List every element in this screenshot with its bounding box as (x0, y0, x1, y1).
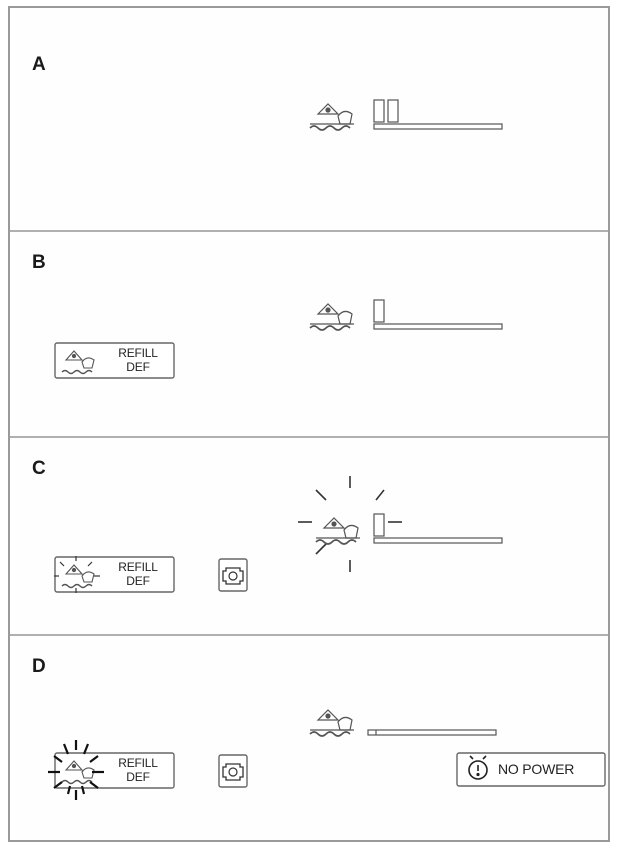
def-fluid-icon (61, 564, 95, 589)
def-fluid-icon (309, 303, 354, 331)
panel-letter: A (32, 54, 46, 75)
flash-burst-icon (48, 740, 104, 800)
def-label: DEF (126, 770, 150, 784)
refill-label: REFILL (118, 756, 158, 770)
panel-letter: D (32, 656, 46, 677)
refill-label: REFILL (118, 560, 158, 574)
def-label: DEF (126, 574, 150, 588)
def-fluid-icon (309, 103, 354, 131)
engine-check-icon (218, 558, 248, 592)
panel-a: A (10, 8, 608, 230)
flash-rays-icon (54, 556, 100, 593)
panel-c: C (10, 436, 608, 634)
panel-b: B (10, 230, 608, 436)
flash-rays-icon (298, 476, 402, 572)
def-level-gauge-empty (304, 700, 504, 740)
panel-letter: C (32, 458, 46, 479)
engine-check-icon (218, 754, 248, 788)
def-level-gauge (304, 294, 504, 334)
def-fluid-icon (61, 760, 95, 785)
refill-def-message-flashing: REFILL DEF (54, 556, 175, 593)
def-fluid-icon (309, 709, 354, 737)
no-power-label: NO POWER (498, 761, 575, 777)
exclamation-circle-icon (468, 755, 488, 780)
panel-letter: B (32, 252, 46, 273)
def-level-gauge (304, 94, 504, 134)
def-level-gauge-flashing (296, 472, 506, 582)
figure-frame: A B (8, 6, 610, 842)
refill-label: REFILL (118, 346, 158, 360)
def-label: DEF (126, 360, 150, 374)
refill-def-message-flashing: REFILL DEF (48, 740, 175, 800)
refill-def-message: REFILL DEF (54, 342, 175, 379)
def-fluid-icon (315, 517, 360, 545)
no-power-message: NO POWER (456, 752, 606, 787)
def-fluid-icon (61, 350, 95, 375)
panel-d: D (10, 634, 608, 840)
